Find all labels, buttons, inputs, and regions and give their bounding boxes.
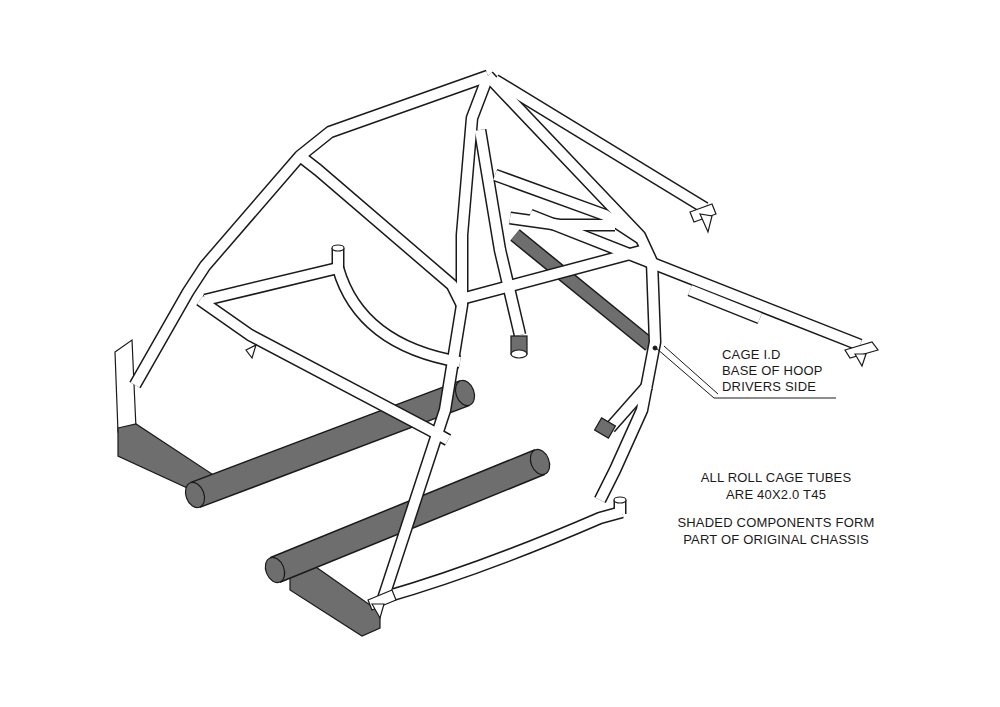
note-text: BASE OF HOOP [722, 363, 823, 378]
note-text: ARE 40X2.0 T45 [726, 487, 826, 502]
leader-line [653, 346, 836, 398]
rail-end [262, 555, 288, 586]
note-text: PART OF ORIGINAL CHASSIS [683, 532, 869, 547]
rail-end [527, 447, 553, 478]
note-text: DRIVERS SIDE [722, 379, 816, 394]
note-text: CAGE I.D [722, 347, 781, 362]
note-text: SHADED COMPONENTS FORM [677, 515, 874, 530]
chassis-rails [115, 235, 650, 636]
rail-end [182, 480, 208, 511]
tube-stubs [332, 245, 626, 503]
foot-plates [246, 204, 878, 618]
chassis-block [115, 340, 136, 432]
note-text: ALL ROLL CAGE TUBES [701, 470, 852, 485]
